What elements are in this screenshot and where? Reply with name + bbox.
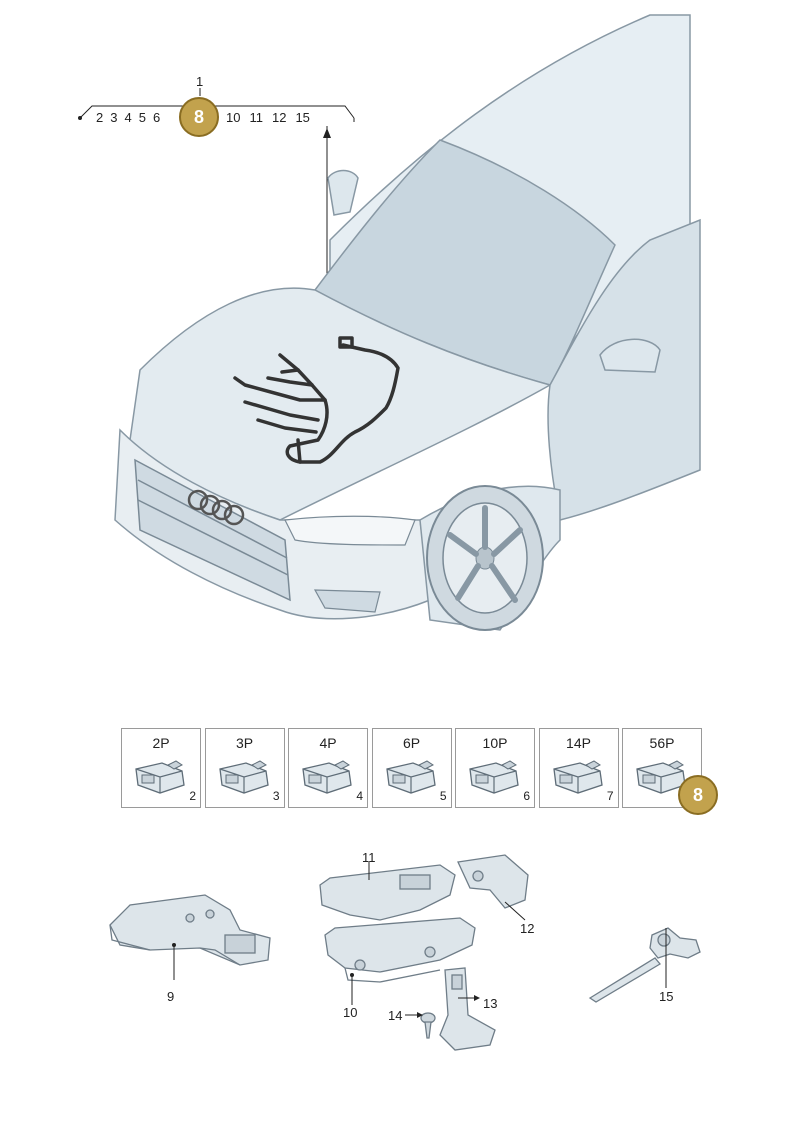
fog-light: [313, 589, 381, 613]
connector-number: 2: [189, 789, 196, 803]
part-13-holder: [439, 967, 496, 1051]
connector-plug-icon: [302, 760, 352, 794]
connector-plug-icon: [552, 760, 603, 794]
connector-box[interactable]: 10P 6: [455, 728, 535, 808]
connector-number: 7: [606, 789, 614, 803]
connector-box[interactable]: 3P 3: [204, 728, 285, 808]
leader-arrow-14: [417, 1012, 423, 1018]
connector-plug-icon: [135, 760, 185, 794]
callout-number: 2: [96, 110, 104, 125]
connector-plug-icon: [385, 760, 436, 794]
callout-arrow: [323, 128, 331, 138]
part-12-cap: [457, 854, 529, 909]
connector-plug-icon: [636, 760, 686, 794]
callout-number: 4: [124, 110, 132, 125]
right-number-row: 10 11 12 15: [226, 110, 310, 125]
logo-rings: [187, 489, 245, 526]
top-number: 1: [196, 74, 204, 89]
connector-pin-label: 10P: [482, 735, 508, 751]
mirror-right: [599, 338, 661, 373]
connector-pin-label: 4P: [319, 735, 337, 751]
headlight: [284, 515, 416, 546]
part-15-cable-tie: [588, 927, 701, 1003]
connector-plug-icon: [469, 760, 519, 794]
connector-number: 6: [523, 789, 530, 803]
header-badge[interactable]: 8: [179, 97, 219, 137]
callout-number: 12: [271, 110, 287, 125]
leader-arrow-13: [474, 995, 480, 1001]
part-14-screw: [420, 1012, 436, 1039]
leader-dot-9: [172, 943, 176, 947]
connector-box[interactable]: 14P 7: [538, 728, 619, 808]
wiring-harness: [233, 336, 400, 464]
part-label-13: 13: [483, 996, 498, 1011]
connector-box[interactable]: 4P 4: [288, 728, 368, 808]
connector-pin-label: 6P: [402, 735, 421, 751]
connector-pin-label: 56P: [649, 735, 675, 751]
part-label-9: 9: [167, 989, 175, 1004]
callout-number: 5: [138, 110, 146, 125]
part-label-12: 12: [520, 921, 535, 936]
part-11-cover: [319, 864, 456, 921]
callout-dot: [78, 116, 82, 120]
connector-pin-label: 14P: [566, 735, 591, 751]
part-label-14: 14: [388, 1008, 403, 1023]
left-number-row: 2 3 4 5 6: [96, 110, 160, 125]
part-label-11: 11: [362, 850, 376, 865]
connector-plug-icon: [218, 760, 269, 794]
connector-badge[interactable]: 8: [678, 775, 718, 815]
part-9-bracket: [109, 894, 271, 966]
callout-number: 6: [152, 110, 161, 125]
callout-number: 3: [110, 110, 118, 125]
grille: [134, 458, 291, 602]
connector-pin-label: 3P: [235, 735, 254, 751]
connector-number: 3: [272, 789, 280, 803]
part-label-10: 10: [343, 1005, 358, 1020]
car-illustration: [78, 14, 701, 631]
part-10-base: [324, 917, 476, 983]
leader-dot-10: [350, 973, 354, 977]
callout-number: 10: [226, 110, 241, 125]
callout-number: 15: [295, 110, 310, 125]
callout-number: 11: [249, 110, 263, 125]
parts-illustration: [109, 854, 701, 1051]
connector-box[interactable]: 2P 2: [121, 728, 201, 808]
wheel: [426, 485, 544, 631]
part-label-15: 15: [659, 989, 674, 1004]
connector-number: 5: [439, 789, 447, 803]
connector-pin-label: 2P: [152, 735, 170, 751]
mirror-left: [327, 169, 359, 216]
connector-box[interactable]: 6P 5: [371, 728, 452, 808]
connector-number: 4: [356, 789, 363, 803]
